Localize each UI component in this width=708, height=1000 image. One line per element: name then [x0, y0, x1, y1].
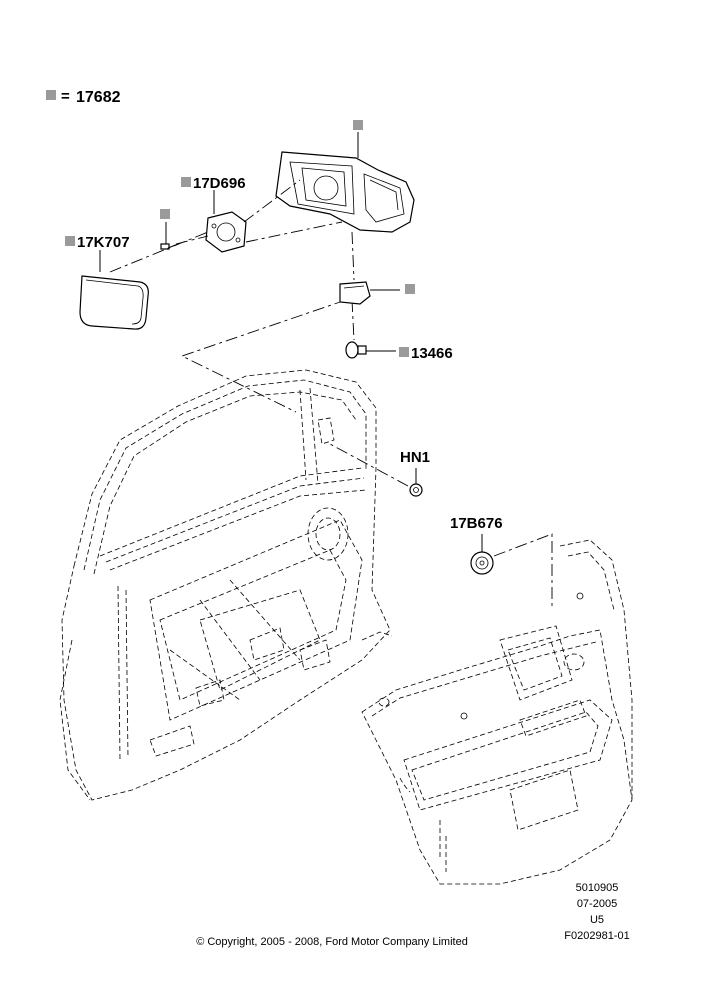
ref-line-1: 5010905 [576, 882, 619, 894]
callout-lamp: 13466 [411, 345, 453, 362]
ref-line-3: U5 [590, 914, 604, 926]
door-trim-panel [361, 539, 633, 885]
ref-line-4: F0202981-01 [564, 930, 629, 942]
callout-speaker: 17B676 [450, 515, 503, 532]
speaker[interactable]: 17B676 [450, 515, 553, 610]
actuator-marker-icon [181, 177, 191, 187]
mirror-actuator[interactable]: 17D696 [181, 175, 247, 253]
socket-marker-icon [405, 284, 415, 294]
legend: = 17682 [46, 88, 121, 106]
housing-marker-icon [353, 120, 363, 130]
nut[interactable]: HN1 [329, 443, 430, 497]
bulb-marker-icon [399, 347, 409, 357]
mirror-housing[interactable] [275, 120, 415, 233]
callout-nut: HN1 [400, 449, 430, 466]
door-inner-panel [59, 369, 393, 801]
screw-marker-icon [160, 209, 170, 219]
glass-marker-icon [65, 236, 75, 246]
legend-code: 17682 [76, 89, 121, 106]
ref-line-2: 07-2005 [577, 898, 617, 910]
legend-marker-icon [46, 90, 56, 100]
legend-equals: = [61, 88, 70, 105]
mirror-glass[interactable]: 17K707 [65, 234, 149, 330]
copyright-text: © Copyright, 2005 - 2008, Ford Motor Com… [196, 936, 468, 948]
screw[interactable] [160, 209, 179, 250]
callout-actuator: 17D696 [193, 175, 246, 192]
lamp-socket[interactable] [339, 281, 415, 305]
bulb[interactable]: 13466 [345, 341, 453, 362]
mirror-assembly-lines [109, 179, 355, 413]
callout-mirror-glass: 17K707 [77, 234, 130, 251]
reference-block: 5010905 07-2005 U5 F0202981-01 [564, 882, 629, 942]
